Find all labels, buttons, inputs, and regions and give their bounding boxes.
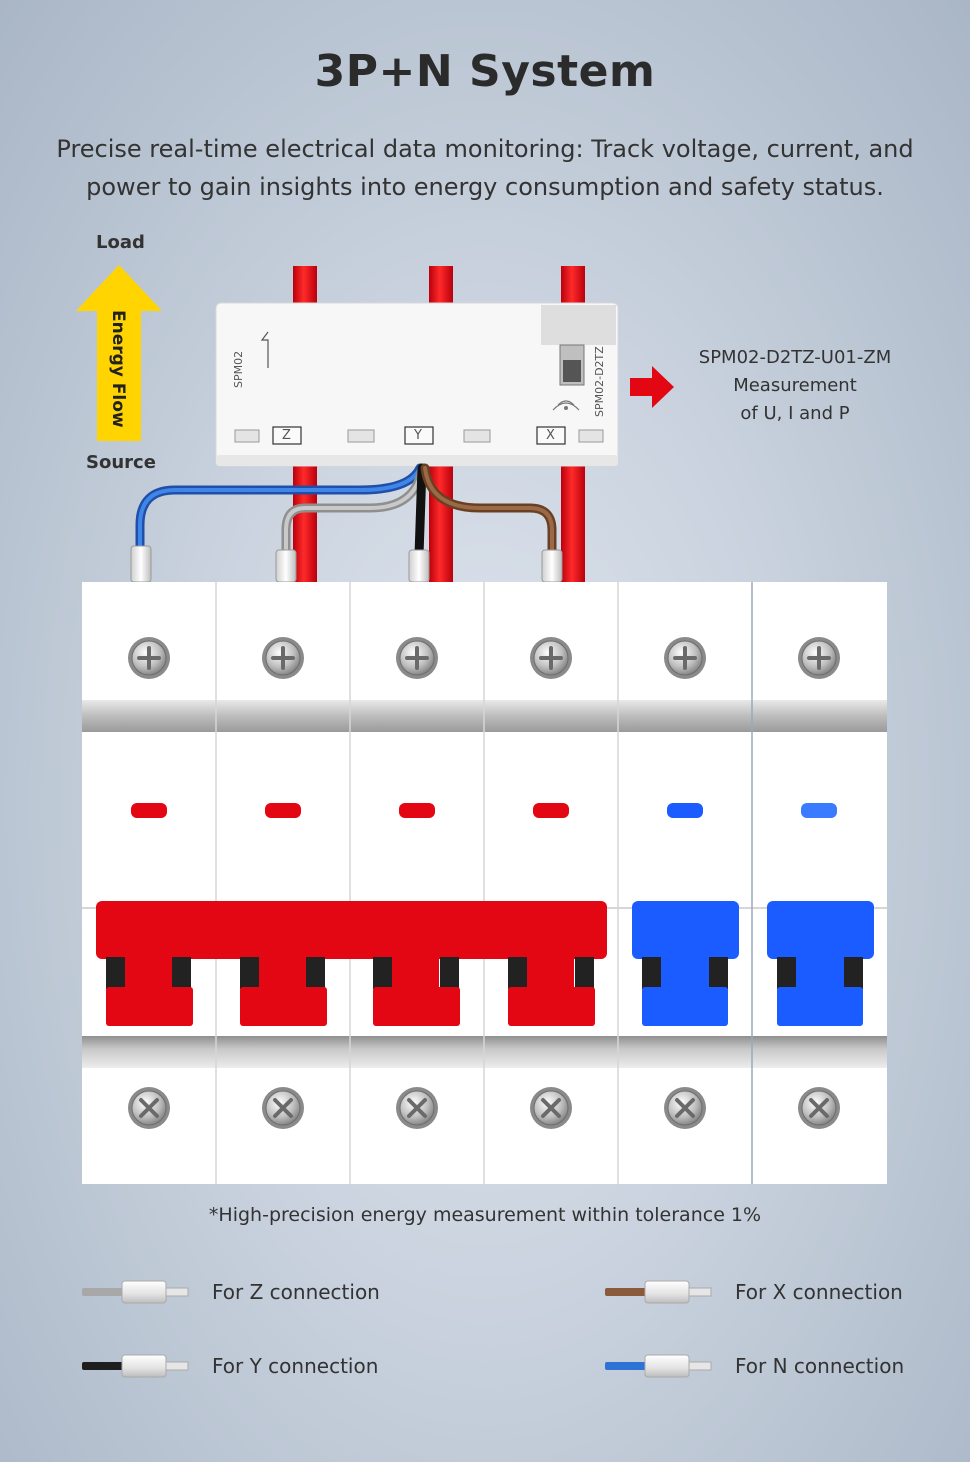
circuit-breaker — [82, 582, 887, 1184]
screw-top-5-icon — [664, 637, 706, 679]
top-screws — [128, 637, 840, 679]
legend-item-x: For X connection — [605, 1278, 903, 1306]
screw-top-6-icon — [798, 637, 840, 679]
wire-z-icon — [82, 1280, 189, 1304]
device-side-label: SPM02-D2TZ — [593, 346, 606, 417]
indicator-3 — [399, 803, 435, 818]
wire-ferrules — [130, 545, 563, 583]
legend-item-z: For Z connection — [82, 1278, 380, 1306]
blue-handles — [632, 901, 874, 1026]
bottom-screws — [128, 1087, 840, 1129]
legend-label-z: For Z connection — [212, 1280, 380, 1304]
model-line-3: of U, I and P — [740, 403, 850, 424]
energy-flow-label: Energy Flow — [108, 310, 128, 428]
source-label: Source — [86, 452, 156, 473]
screw-top-2-icon — [262, 637, 304, 679]
indicator-5 — [667, 803, 703, 818]
screw-bottom-5-icon — [664, 1087, 706, 1129]
connection-wires — [135, 463, 557, 560]
page-title: 3P+N System — [314, 46, 656, 97]
footnote: *High-precision energy measurement withi… — [208, 1204, 762, 1226]
legend-wire — [605, 1362, 649, 1370]
terminal-y-label: Y — [414, 428, 422, 443]
indicator-4 — [533, 803, 569, 818]
terminal-boxes — [272, 426, 566, 445]
legend-item-y: For Y connection — [82, 1352, 378, 1380]
model-name: SPM02-D2TZ-U01-ZM — [698, 347, 892, 368]
screw-bottom-3-icon — [396, 1087, 438, 1129]
indicator-2 — [265, 803, 301, 818]
terminal-z-label: Z — [282, 428, 291, 443]
terminal-slots — [234, 429, 604, 443]
wire-x-icon — [605, 1280, 712, 1304]
energy-flow-arrow — [76, 265, 162, 441]
wire-n-icon — [605, 1354, 712, 1378]
model-line-2: Measurement — [733, 375, 857, 396]
legend-label-y: For Y connection — [212, 1354, 379, 1378]
legend-label-n: For N connection — [735, 1354, 905, 1378]
screw-top-4-icon — [530, 637, 572, 679]
legend-wire — [605, 1288, 649, 1296]
terminal-x-label: X — [546, 428, 555, 443]
pointer-arrow-icon — [630, 366, 674, 408]
legend-wire — [82, 1288, 126, 1296]
legend-label-x: For X connection — [735, 1280, 903, 1304]
screw-bottom-1-icon — [128, 1087, 170, 1129]
screw-bottom-4-icon — [530, 1087, 572, 1129]
spm02-device — [215, 302, 619, 467]
load-label: Load — [96, 232, 145, 253]
indicator-6 — [801, 803, 837, 818]
device-model-label: SPM02 — [232, 350, 245, 388]
legend-wire — [82, 1362, 126, 1370]
pole-indicators — [131, 803, 837, 818]
wire-y-icon — [82, 1354, 189, 1378]
page-subtitle: Precise real-time electrical data monito… — [56, 135, 914, 201]
screw-top-1-icon — [128, 637, 170, 679]
screw-bottom-2-icon — [262, 1087, 304, 1129]
legend-item-n: For N connection — [605, 1352, 904, 1380]
y-wire — [414, 463, 427, 560]
indicator-1 — [131, 803, 167, 818]
red-handle-bar — [96, 901, 607, 1026]
screw-bottom-6-icon — [798, 1087, 840, 1129]
screw-top-3-icon — [396, 637, 438, 679]
model-info: SPM02-D2TZ-U01-ZM Measurement of U, I an… — [690, 344, 900, 428]
